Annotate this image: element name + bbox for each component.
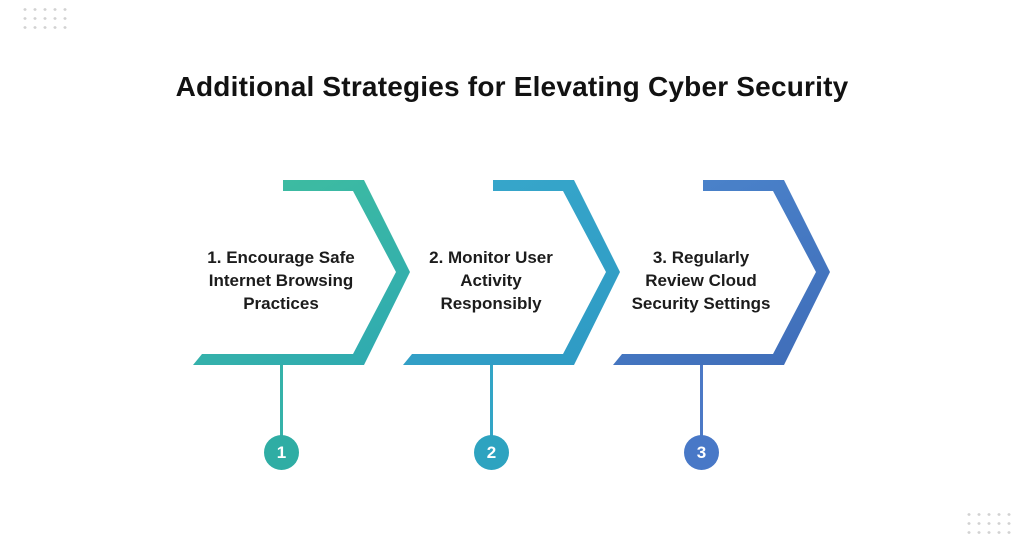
step-label-line: Security Settings	[631, 294, 771, 313]
step-connector-line	[280, 365, 283, 436]
step-label: 2. Monitor User Activity Responsibly	[393, 246, 589, 315]
step-3: 3. Regularly Review Cloud Security Setti…	[603, 178, 833, 508]
step-label-line: 3. Regularly	[652, 248, 750, 267]
step-label-line: Activity	[460, 271, 522, 290]
step-label-line: Responsibly	[440, 294, 542, 313]
page-title: Additional Strategies for Elevating Cybe…	[175, 70, 849, 102]
step-number-badge: 1	[264, 435, 299, 470]
step-label-line: Review Cloud	[645, 271, 757, 290]
step-number-badge: 3	[684, 435, 719, 470]
step-1: 1. Encourage Safe Internet Browsing Prac…	[183, 178, 413, 508]
decorative-dot-grid-top-left	[20, 5, 68, 32]
step-label: 1. Encourage Safe Internet Browsing Prac…	[183, 246, 379, 315]
step-number-badge: 2	[474, 435, 509, 470]
step-label-line: Internet Browsing	[208, 271, 354, 290]
step-label-line: Practices	[243, 294, 319, 313]
step-label-line: 2. Monitor User	[429, 248, 553, 267]
step-label: 3. Regularly Review Cloud Security Setti…	[603, 246, 799, 315]
step-2: 2. Monitor User Activity Responsibly 2	[393, 178, 623, 508]
decorative-dot-grid-bottom-right	[964, 510, 1012, 536]
step-label-line: 1. Encourage Safe	[207, 248, 355, 267]
step-connector-line	[700, 365, 703, 436]
step-connector-line	[490, 365, 493, 436]
